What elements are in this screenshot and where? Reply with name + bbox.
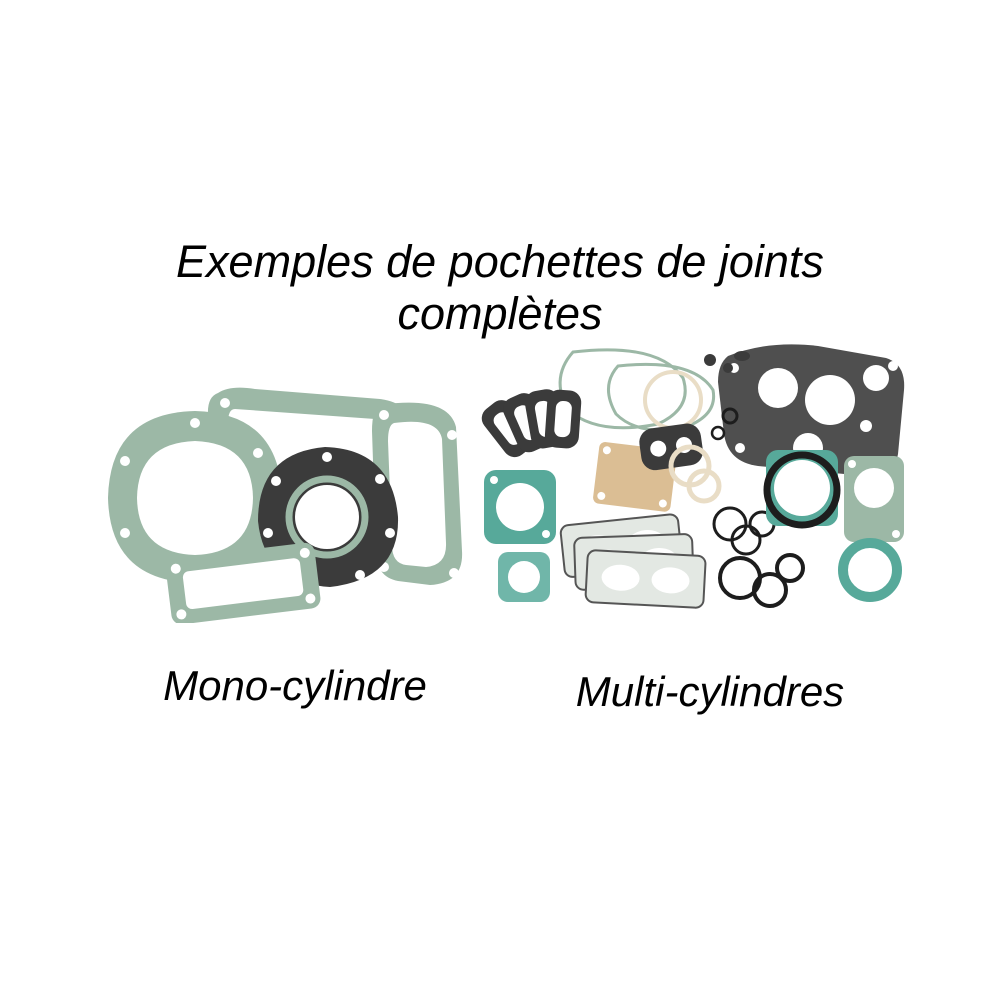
- caption-multi-cylindres: Multi-cylindres: [575, 668, 845, 715]
- small-seals: [704, 351, 750, 441]
- multi-gasket-illustration: [481, 344, 905, 609]
- gasket-fan: [481, 389, 582, 458]
- mono-gasket-illustration: [108, 387, 463, 623]
- gasket-rectangle: [165, 542, 321, 623]
- gasket-teal-center-right: [763, 450, 841, 529]
- o-rings: [712, 506, 805, 608]
- gasket-green-right: [838, 456, 904, 602]
- gasket-head-teal-left-2: [498, 552, 550, 602]
- title-line-2: complètes: [397, 287, 603, 339]
- gasket-round-left: [108, 411, 282, 583]
- cream-rings: [668, 444, 722, 504]
- page-title: Exemples de pochettes de joints complète…: [0, 236, 1000, 340]
- gasket-crankcase-dark: [718, 344, 905, 477]
- gasket-metal-stack: [559, 513, 707, 609]
- gasket-cover-dark: [639, 423, 703, 471]
- gasket-outlines: [558, 348, 716, 432]
- multi-cylinder-photo: [478, 338, 910, 630]
- title-line-1: Exemples de pochettes de joints: [176, 236, 824, 287]
- gasket-head-teal-left: [484, 470, 556, 544]
- mono-cylinder-photo: [80, 383, 470, 623]
- caption-mono-cylindre: Mono-cylindre: [163, 662, 427, 709]
